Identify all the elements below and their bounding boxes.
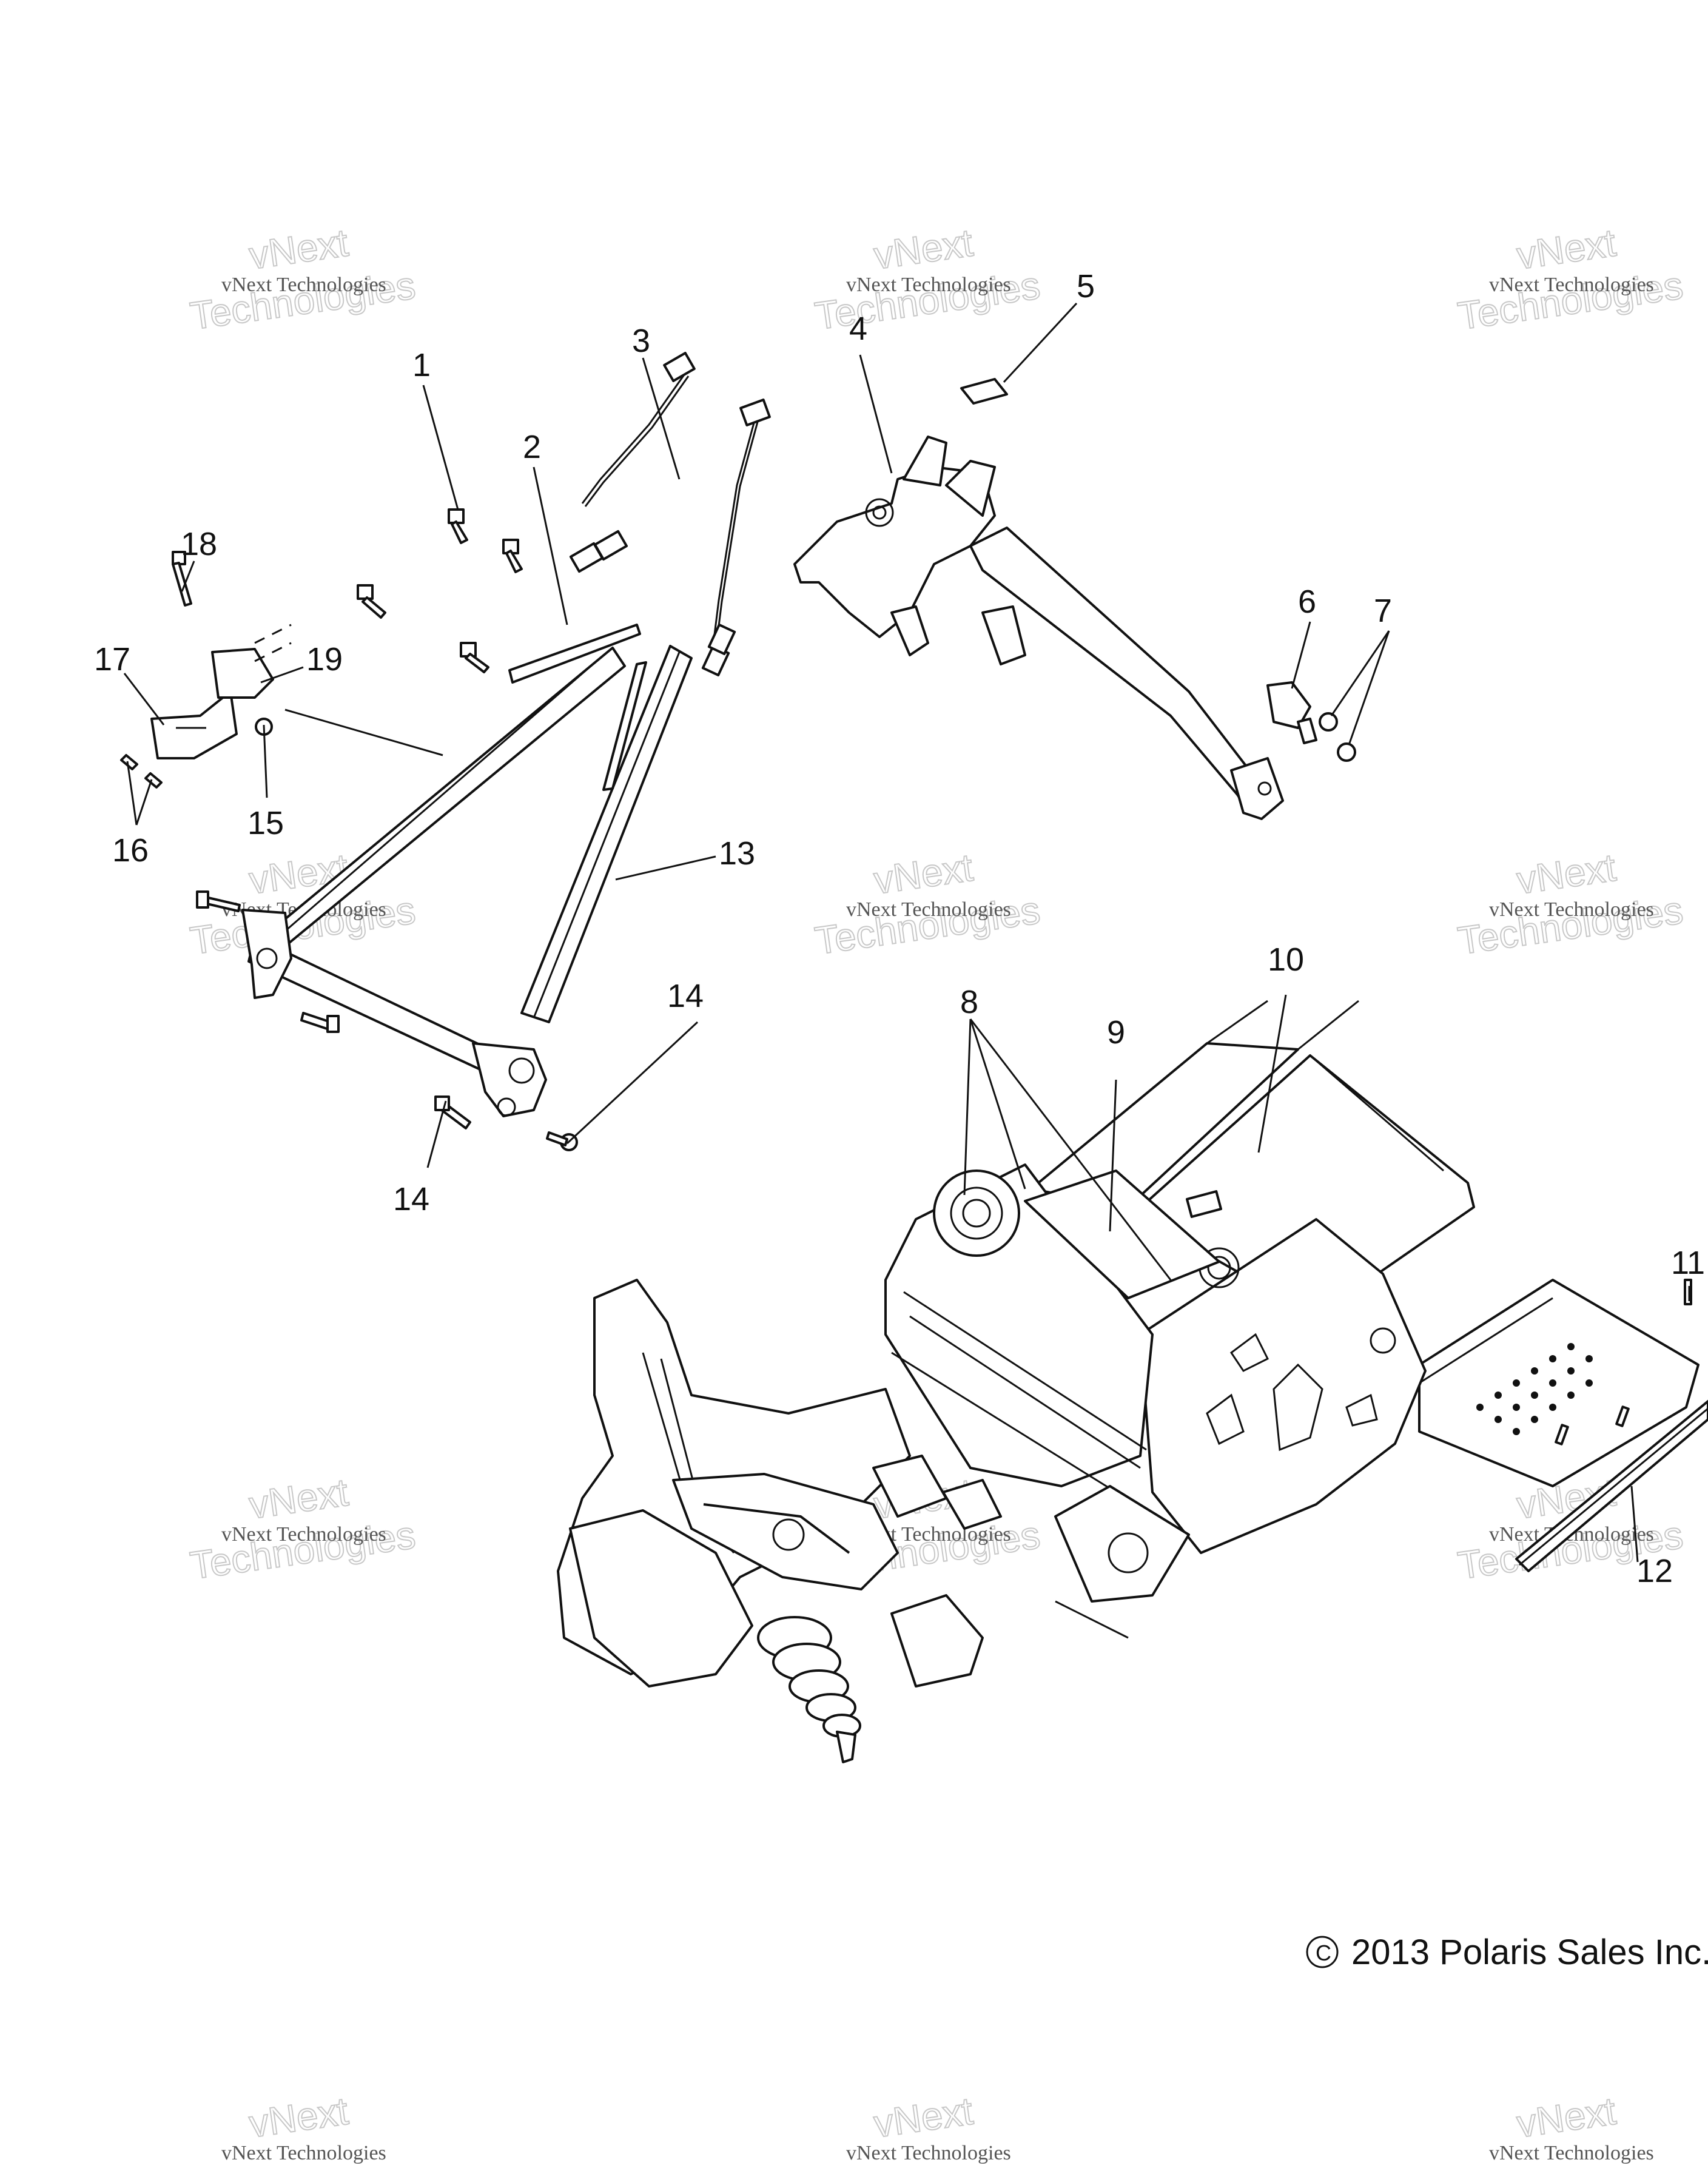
svg-text:vNext Technologies: vNext Technologies [221, 274, 386, 296]
svg-text:vNext Technologies: vNext Technologies [846, 2142, 1011, 2164]
svg-text:vNext: vNext [246, 2089, 351, 2146]
svg-text:vNext: vNext [246, 1470, 351, 1527]
callout-14-b: 14 [393, 1181, 429, 1217]
svg-text:vNext: vNext [871, 2089, 975, 2146]
watermark: Technologies vNext vNext Technologies [812, 220, 1043, 339]
callout-12: 12 [1636, 1553, 1673, 1589]
screw [1684, 1279, 1692, 1305]
nut [1337, 742, 1356, 762]
callout-11: 11 [1671, 1245, 1705, 1281]
svg-text:vNext Technologies: vNext Technologies [1489, 2142, 1654, 2164]
watermark: Technologies vNext vNext Technologies [187, 220, 419, 339]
callout-7: 7 [1374, 593, 1392, 629]
callout-17: 17 [94, 641, 130, 678]
callout-labels: 1 2 3 4 5 6 7 8 9 10 11 12 13 14 14 15 1… [94, 268, 1705, 1589]
svg-text:vNext: vNext [1514, 2089, 1618, 2146]
screw [1615, 1405, 1630, 1427]
svg-text:vNext Technologies: vNext Technologies [221, 2142, 386, 2164]
bolt [357, 584, 386, 619]
bolt [502, 539, 523, 573]
callout-19: 19 [306, 641, 343, 678]
watermark: vNext vNext Technologies [846, 2088, 1011, 2164]
callout-2: 2 [523, 429, 541, 465]
chassis [557, 1000, 1708, 1763]
svg-text:vNext Technologies: vNext Technologies [846, 274, 1011, 296]
copyright: C 2013 Polaris Sales Inc. [1306, 1933, 1708, 1972]
watermark: vNext vNext Technologies [221, 2088, 386, 2164]
copyright-text: 2013 Polaris Sales Inc. [1351, 1933, 1708, 1972]
leader-lines [123, 302, 1690, 1563]
callout-4: 4 [849, 311, 867, 347]
callout-5: 5 [1077, 268, 1095, 305]
svg-text:vNext Technologies: vNext Technologies [221, 1523, 386, 1546]
bolt [196, 890, 241, 912]
watermark: vNext vNext Technologies [1489, 2088, 1654, 2164]
svg-text:vNext Technologies: vNext Technologies [1489, 898, 1654, 921]
callout-14: 14 [667, 978, 704, 1014]
watermark: Technologies vNext vNext Technologies [187, 1470, 419, 1589]
screw [120, 754, 163, 789]
screw [1555, 1424, 1569, 1445]
holes [1476, 1343, 1593, 1435]
steering-post-a-frame [120, 352, 771, 1151]
watermark: Technologies vNext vNext Technologies [812, 845, 1043, 964]
svg-text:vNext: vNext [871, 221, 975, 278]
svg-text:vNext Technologies: vNext Technologies [846, 898, 1011, 921]
bolt [460, 642, 489, 673]
callout-18: 18 [181, 526, 217, 562]
bolt [300, 1012, 340, 1033]
watermark: Technologies vNext vNext Technologies [1454, 220, 1686, 339]
callout-10: 10 [1268, 941, 1304, 978]
steering-post [793, 378, 1356, 820]
callout-8: 8 [960, 984, 978, 1020]
svg-text:vNext Technologies: vNext Technologies [1489, 274, 1654, 296]
svg-text:vNext: vNext [871, 846, 975, 903]
callout-15: 15 [247, 805, 284, 841]
svg-text:vNext: vNext [1514, 846, 1618, 903]
callout-1: 1 [412, 347, 431, 383]
svg-text:vNext: vNext [246, 221, 351, 278]
callout-6: 6 [1298, 584, 1316, 620]
bolt [434, 1095, 471, 1129]
watermark: Technologies vNext vNext Technologies [1454, 845, 1686, 964]
bolt [448, 508, 468, 544]
callout-16: 16 [112, 832, 149, 869]
callout-13: 13 [719, 835, 755, 872]
nut [1319, 712, 1338, 732]
callout-9: 9 [1107, 1014, 1125, 1051]
steering-boot [757, 1616, 861, 1763]
svg-text:vNext: vNext [1514, 221, 1618, 278]
bolt [172, 551, 192, 607]
callout-3: 3 [632, 323, 650, 359]
svg-text:C: C [1316, 1940, 1331, 1965]
bolt [546, 1131, 568, 1146]
